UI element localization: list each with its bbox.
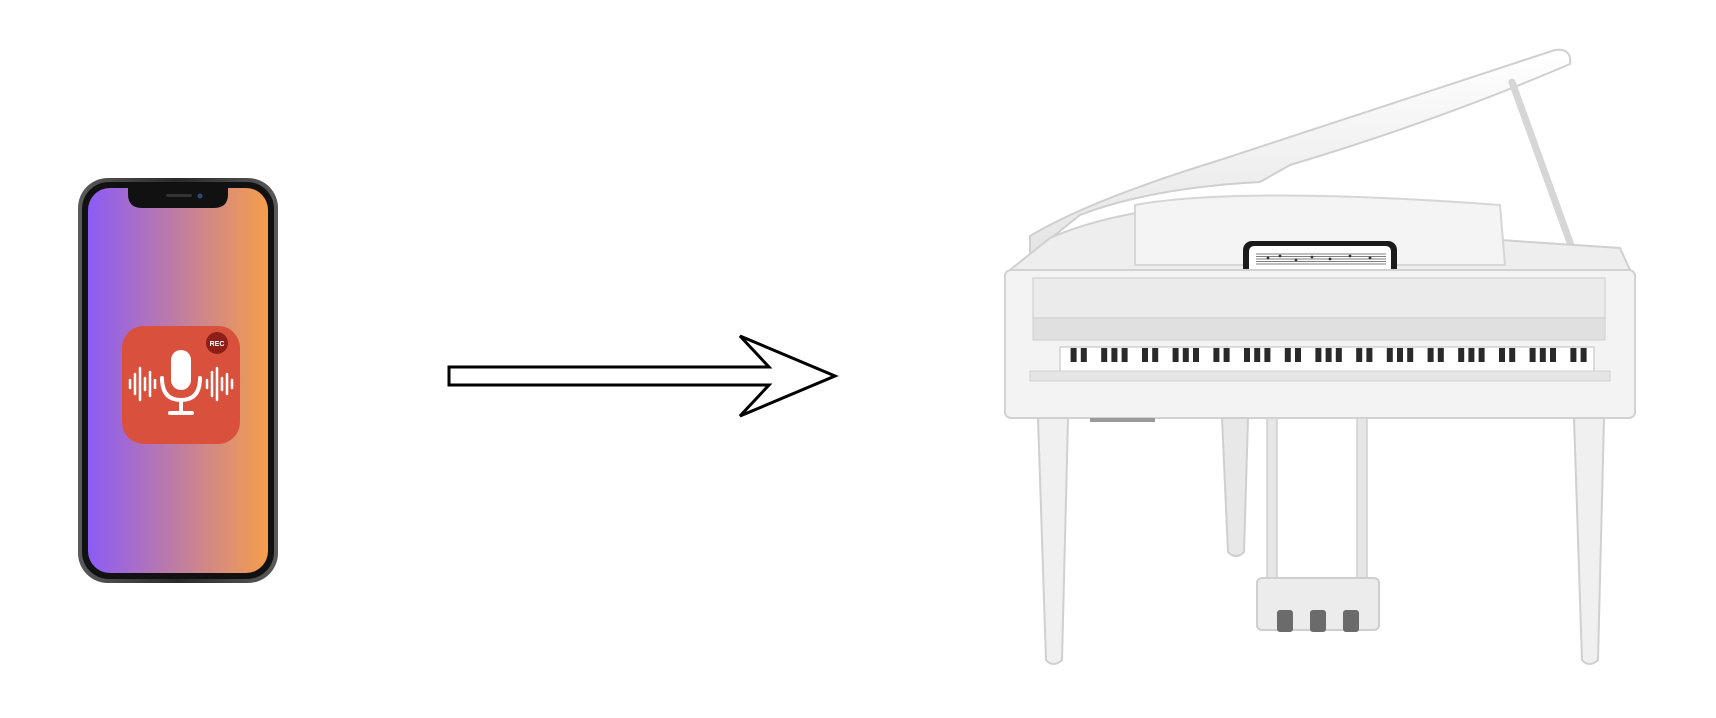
piano-leg-back: [1220, 417, 1250, 557]
rec-badge: REC: [206, 332, 228, 354]
piano-leg-right: [1572, 417, 1606, 665]
black-key: [1101, 348, 1108, 362]
black-key: [1386, 348, 1393, 362]
sound-wave-icon: [128, 366, 234, 402]
black-key: [1213, 348, 1220, 362]
recorder-app-icon[interactable]: REC: [122, 326, 240, 444]
piano-leg-left: [1036, 417, 1070, 665]
pedal-lyre: [1256, 417, 1380, 632]
black-key: [1152, 348, 1159, 362]
black-key: [1254, 348, 1261, 362]
black-key: [1284, 348, 1291, 362]
black-key: [1437, 348, 1444, 362]
piano-keyboard: [1029, 346, 1611, 382]
black-key: [1478, 348, 1485, 362]
black-key: [1570, 348, 1577, 362]
black-key: [1111, 348, 1118, 362]
black-key: [1193, 348, 1199, 362]
lid-prop: [1508, 78, 1576, 252]
piano-lid: [1029, 48, 1572, 258]
black-key: [1499, 348, 1505, 362]
pedals-icon: [1277, 610, 1359, 632]
phone-notch: [128, 188, 228, 208]
black-key: [1427, 348, 1434, 362]
black-key: [1550, 348, 1556, 362]
black-key: [1529, 348, 1536, 362]
black-key: [1335, 348, 1342, 362]
black-key: [1080, 348, 1087, 362]
music-desk: [1134, 194, 1507, 266]
rec-badge-label: REC: [210, 341, 225, 348]
black-key: [1539, 348, 1546, 362]
smartphone: REC: [78, 178, 278, 583]
black-key: [1325, 348, 1332, 362]
black-key: [1295, 348, 1301, 362]
black-key: [1509, 348, 1516, 362]
black-key: [1468, 348, 1475, 362]
grand-piano: [1004, 48, 1636, 665]
black-key: [1397, 348, 1403, 362]
black-key: [1458, 348, 1465, 362]
black-key: [1223, 348, 1230, 362]
black-key: [1264, 348, 1271, 362]
black-key: [1366, 348, 1373, 362]
microphone-icon: [160, 350, 202, 415]
black-key: [1070, 348, 1077, 362]
black-key: [1182, 348, 1189, 362]
black-key: [1244, 348, 1250, 362]
black-key: [1580, 348, 1587, 362]
black-key: [1142, 348, 1148, 362]
black-key: [1407, 348, 1414, 362]
black-key: [1315, 348, 1322, 362]
black-key: [1356, 348, 1363, 362]
black-key: [1121, 348, 1128, 362]
black-key: [1172, 348, 1179, 362]
right-arrow-icon: [447, 334, 839, 418]
